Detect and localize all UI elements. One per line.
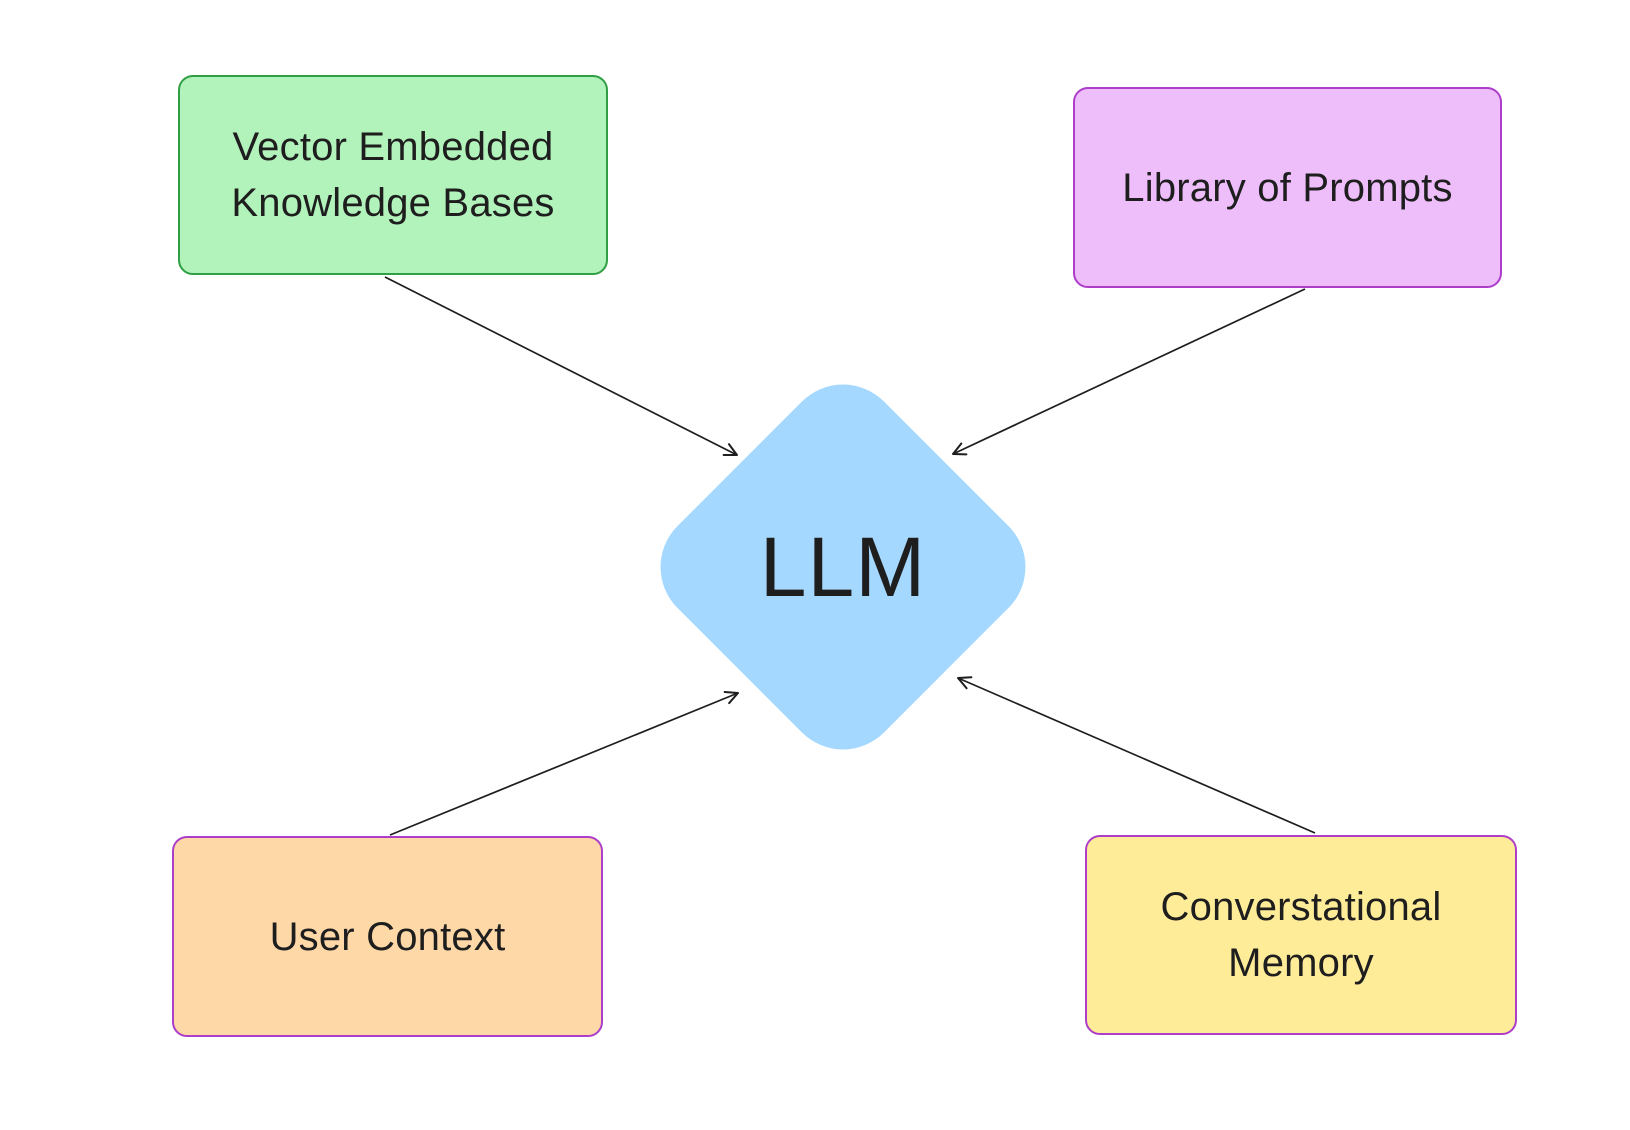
node-label-line: Library of Prompts	[1122, 165, 1453, 210]
node-label-line: User Context	[269, 914, 506, 959]
node-label-line: Vector Embedded	[232, 125, 554, 169]
node-label-line: Converstational	[1160, 885, 1442, 929]
node-conversational-memory: Converstational Memory	[1085, 835, 1517, 1035]
edge-vector-kb-to-llm-arrow	[384, 276, 738, 456]
node-library-of-prompts: Library of Prompts	[1073, 87, 1502, 288]
edge-user-context-to-llm-arrow	[389, 690, 739, 836]
node-vector-embedded-knowledge-bases: Vector Embedded Knowledge Bases	[178, 75, 608, 275]
node-llm-label: LLM	[759, 519, 927, 614]
edge-conversational-memory-to-llm-arrow	[957, 676, 1316, 834]
edge-library-prompts-to-llm-arrow	[952, 288, 1306, 456]
node-user-context: User Context	[172, 836, 603, 1037]
node-label-line: Memory	[1228, 941, 1374, 985]
node-label-line: Knowledge Bases	[231, 181, 555, 225]
